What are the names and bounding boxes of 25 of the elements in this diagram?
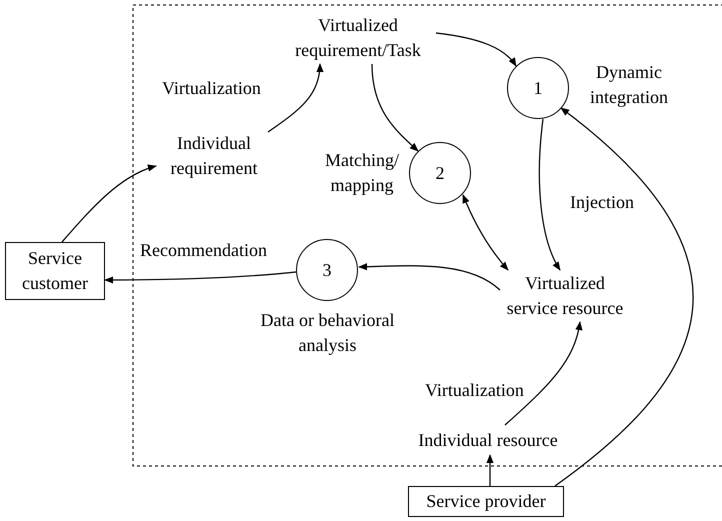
arrow [538,118,561,271]
arrow [268,63,324,132]
actor-box: Service customer [5,242,105,300]
arrow [462,194,509,271]
arrow [554,107,694,486]
arrow [486,454,494,486]
arrow [436,32,517,67]
arrow [104,271,296,284]
node-text: Virtualized requirement/Task [280,12,436,64]
arrow [358,263,500,290]
arrow [371,64,419,152]
arrow [504,321,582,426]
arrow [62,164,157,242]
step-caption: Matching/ mapping [324,149,400,197]
process-circle [409,142,471,204]
node-text: Individual requirement [156,130,272,182]
step-caption: Data or behavioral analysis [260,309,396,357]
step-number: 1 [534,76,542,100]
node-text: Individual resource [403,425,573,455]
step-caption: Dynamic integration [589,61,669,109]
step-number: 2 [436,162,444,184]
node-text: Virtualized service resource [500,270,630,322]
step-number: 3 [322,258,332,282]
actor-box: Service provider [408,486,564,517]
process-circle [507,57,569,119]
